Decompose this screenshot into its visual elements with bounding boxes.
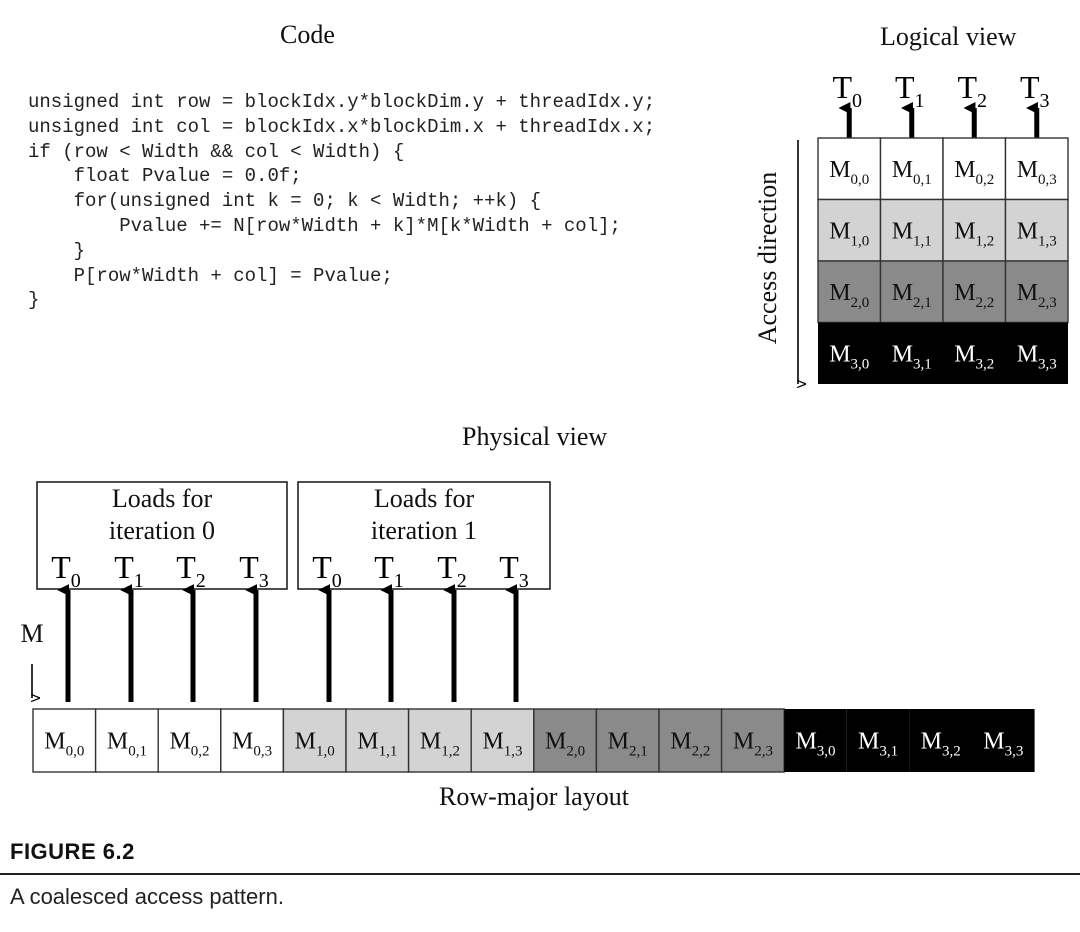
logical-matrix-cell bbox=[943, 322, 1006, 384]
logical-cell-label: M1,0 bbox=[829, 218, 869, 249]
row-major-cell bbox=[595, 708, 660, 773]
row-major-cell-label: M3,2 bbox=[921, 729, 961, 760]
row-major-cell-label: M0,2 bbox=[169, 729, 209, 760]
logical-matrix-cell bbox=[942, 198, 1007, 262]
row-major-cell bbox=[470, 708, 535, 773]
physical-thread-label-t2: T2 bbox=[437, 549, 467, 592]
row-major-cell-label: M1,1 bbox=[357, 729, 397, 760]
code-line: P[row*Width + col] = Pvalue; bbox=[28, 264, 393, 287]
memory-m-label: M bbox=[20, 619, 43, 648]
logical-matrix-cell bbox=[818, 322, 881, 384]
row-major-cell-label: M3,0 bbox=[795, 729, 835, 760]
load-box-line2: iteration 0 bbox=[109, 516, 215, 545]
row-major-cell bbox=[533, 708, 598, 773]
logical-cell-label: M2,2 bbox=[954, 280, 994, 311]
logical-cell-label: M0,2 bbox=[954, 157, 994, 188]
logical-thread-label-t1: T1 bbox=[895, 69, 925, 112]
physical-thread-label-t0: T0 bbox=[312, 549, 342, 592]
figure-caption: A coalesced access pattern. bbox=[10, 884, 284, 909]
load-box-iteration-1 bbox=[297, 481, 551, 590]
row-major-cell bbox=[282, 708, 347, 773]
row-major-cell-label: M3,3 bbox=[983, 729, 1023, 760]
load-box-line1: Loads for bbox=[374, 484, 475, 513]
logical-cell-label: M0,3 bbox=[1017, 157, 1057, 188]
row-major-layout-label: Row-major layout bbox=[439, 782, 630, 811]
code-line: for(unsigned int k = 0; k < Width; ++k) … bbox=[28, 190, 542, 213]
logical-cell-label: M3,0 bbox=[829, 341, 869, 372]
code-line: } bbox=[28, 239, 86, 262]
row-major-cell-label: M1,0 bbox=[295, 729, 335, 760]
row-major-cell-label: M1,2 bbox=[420, 729, 460, 760]
row-major-cell-label: M1,3 bbox=[482, 729, 522, 760]
logical-cell-label: M0,0 bbox=[829, 157, 869, 188]
logical-cell-label: M2,0 bbox=[829, 280, 869, 311]
row-major-cell-label: M0,0 bbox=[44, 729, 84, 760]
code-line: } bbox=[28, 289, 40, 312]
row-major-cell bbox=[157, 708, 222, 773]
logical-cell-label: M0,1 bbox=[892, 157, 932, 188]
row-major-cell-label: M2,2 bbox=[670, 729, 710, 760]
logical-matrix-cell bbox=[1004, 198, 1069, 262]
logical-thread-label-t2: T2 bbox=[957, 69, 987, 112]
logical-cell-label: M3,2 bbox=[954, 341, 994, 372]
row-major-cell-label: M3,1 bbox=[858, 729, 898, 760]
access-direction-label: Access direction bbox=[753, 172, 782, 345]
logical-cell-label: M2,1 bbox=[892, 280, 932, 311]
code-line: float Pvalue = 0.0f; bbox=[28, 165, 302, 188]
physical-thread-label-t0: T0 bbox=[51, 549, 81, 592]
logical-view-heading: Logical view bbox=[880, 22, 1017, 51]
logical-matrix-cell bbox=[879, 137, 944, 201]
load-box-iteration-0 bbox=[36, 481, 288, 590]
code-line: unsigned int row = blockIdx.y*blockDim.y… bbox=[28, 91, 656, 113]
logical-matrix-cell bbox=[817, 260, 882, 324]
row-major-cell bbox=[94, 708, 159, 773]
code-line: unsigned int col = blockIdx.x*blockDim.x… bbox=[28, 115, 656, 138]
physical-thread-label-t1: T1 bbox=[374, 549, 404, 592]
logical-cell-label: M1,1 bbox=[892, 218, 932, 249]
logical-matrix-cell bbox=[1004, 137, 1069, 201]
logical-cell-label: M1,2 bbox=[954, 218, 994, 249]
row-major-cell-label: M0,1 bbox=[107, 729, 147, 760]
physical-view-heading: Physical view bbox=[462, 422, 608, 451]
logical-matrix-cell bbox=[1004, 260, 1069, 324]
physical-thread-label-t3: T3 bbox=[239, 549, 269, 592]
load-box-line2: iteration 1 bbox=[371, 516, 477, 545]
code-line: Pvalue += N[row*Width + k]*M[k*Width + c… bbox=[28, 214, 621, 237]
logical-matrix-cell bbox=[942, 137, 1007, 201]
figure-title: FIGURE 6.2 bbox=[10, 839, 135, 864]
physical-thread-label-t2: T2 bbox=[176, 549, 206, 592]
row-major-cell bbox=[407, 708, 472, 773]
row-major-cell-label: M0,3 bbox=[232, 729, 272, 760]
logical-matrix-cell bbox=[817, 198, 882, 262]
logical-thread-label-t0: T0 bbox=[832, 69, 862, 112]
logical-cell-label: M2,3 bbox=[1017, 280, 1057, 311]
row-major-cell-label: M2,1 bbox=[608, 729, 648, 760]
row-major-cell bbox=[32, 708, 97, 773]
row-major-cell bbox=[345, 708, 410, 773]
code-line: if (row < Width && col < Width) { bbox=[28, 140, 405, 163]
load-box-line1: Loads for bbox=[112, 484, 213, 513]
logical-cell-label: M1,3 bbox=[1017, 218, 1057, 249]
row-major-cell bbox=[972, 709, 1035, 772]
caption-divider bbox=[0, 873, 1080, 875]
code-heading: Code bbox=[280, 20, 335, 49]
row-major-cell bbox=[784, 709, 847, 772]
logical-thread-label-t3: T3 bbox=[1020, 69, 1050, 112]
logical-cell-label: M3,3 bbox=[1017, 341, 1057, 372]
logical-cell-label: M3,1 bbox=[892, 341, 932, 372]
logical-matrix-cell bbox=[1005, 322, 1068, 384]
row-major-cell-label: M2,3 bbox=[733, 729, 773, 760]
logical-matrix-cell bbox=[880, 322, 943, 384]
row-major-cell bbox=[909, 709, 972, 772]
physical-thread-label-t3: T3 bbox=[499, 549, 529, 592]
physical-thread-label-t1: T1 bbox=[114, 549, 144, 592]
row-major-cell bbox=[720, 708, 785, 773]
row-major-cell bbox=[846, 709, 910, 772]
logical-matrix-cell bbox=[942, 260, 1007, 324]
row-major-cell-label: M2,0 bbox=[545, 729, 585, 760]
code-listing: unsigned int row = blockIdx.y*blockDim.y… bbox=[28, 90, 655, 313]
